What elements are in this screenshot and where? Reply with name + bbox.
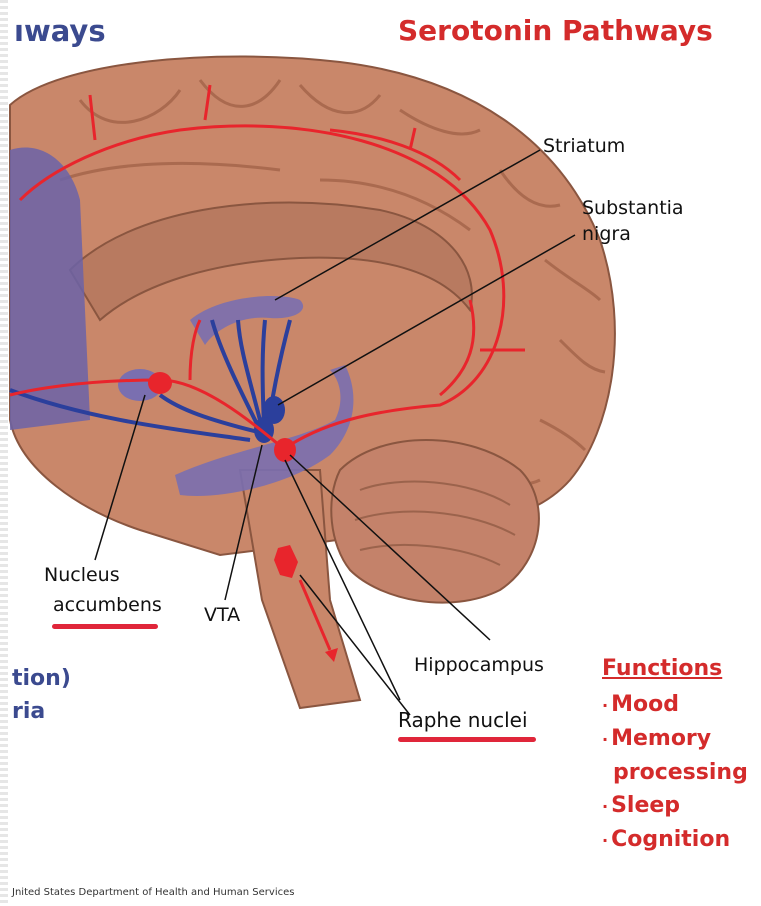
label-nucleus: Nucleus — [44, 563, 120, 587]
functions-list: ·Mood ·Memory processing ·Sleep ·Cogniti… — [602, 688, 748, 857]
footer-source: Jnited States Department of Health and H… — [12, 887, 294, 898]
function-item: ·Sleep — [602, 789, 748, 823]
raphe-underline — [398, 737, 536, 742]
functions-heading: Functions — [602, 656, 722, 681]
label-hippocampus: Hippocampus — [414, 653, 544, 677]
function-item: processing — [602, 756, 748, 789]
title-left-cut: ıways — [14, 14, 106, 48]
label-raphe-nuclei: Raphe nuclei — [398, 708, 528, 732]
function-item: ·Memory — [602, 722, 748, 756]
label-accumbens: accumbens — [53, 593, 162, 617]
label-striatum: Striatum — [543, 134, 625, 158]
left-cut-text-1: tion) — [12, 666, 71, 691]
function-memory: Memory — [611, 726, 711, 751]
function-processing: processing — [613, 760, 748, 785]
function-item: ·Cognition — [602, 823, 748, 857]
label-substantia: Substantia — [582, 196, 684, 220]
title-serotonin-pathways: Serotonin Pathways — [398, 14, 713, 47]
label-nigra: nigra — [582, 222, 631, 246]
function-item: ·Mood — [602, 688, 748, 722]
label-vta: VTA — [204, 603, 240, 627]
left-cut-text-2: ria — [12, 699, 45, 724]
serotonin-node-accumbens — [148, 372, 172, 394]
accumbens-underline — [52, 624, 158, 629]
function-sleep: Sleep — [611, 793, 680, 818]
function-mood: Mood — [611, 692, 679, 717]
function-cognition: Cognition — [611, 827, 730, 852]
